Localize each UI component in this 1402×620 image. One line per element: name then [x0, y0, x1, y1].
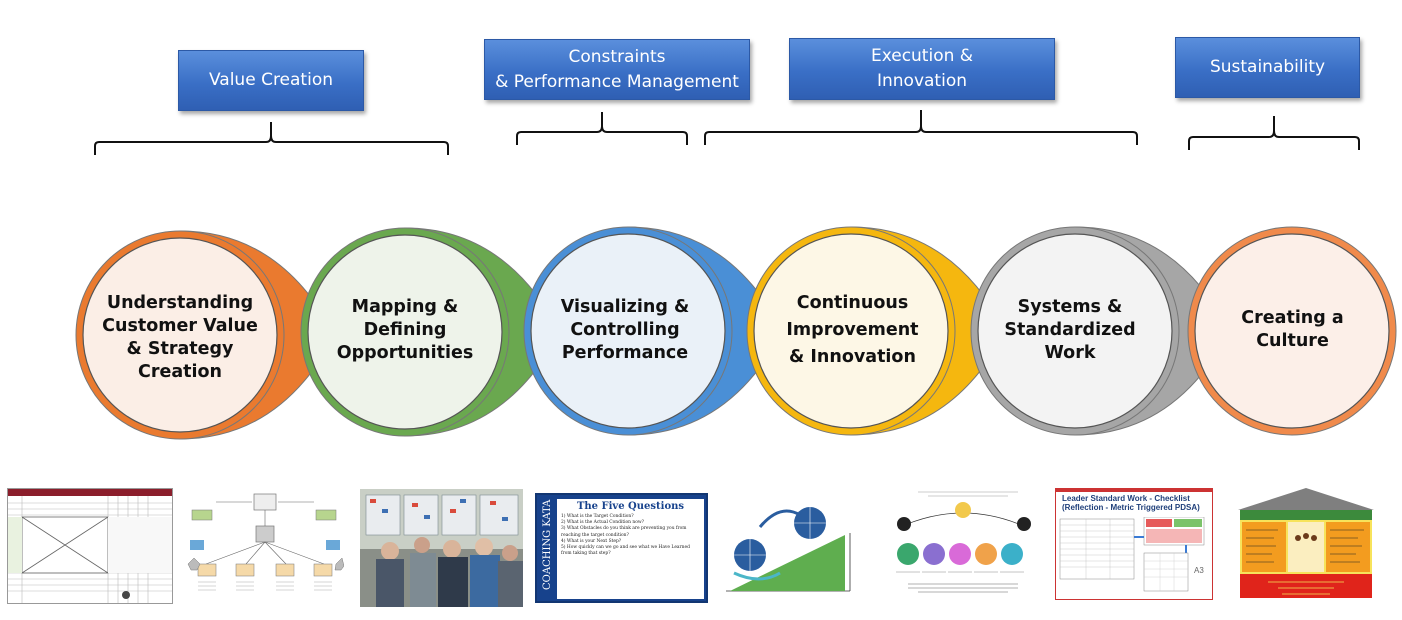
- stage-circle-mapping: [300, 227, 561, 437]
- kata-question-2: 2) What is the Actual Condition now?: [561, 520, 644, 526]
- stage-disc-mapping: [307, 234, 503, 430]
- thumb-continuous-improvement-chart: [720, 493, 880, 599]
- stage-circle-visualizing: [523, 226, 784, 436]
- bracket-sustainability: [1188, 116, 1360, 150]
- kata-question-5: 5) How quickly can we go and see what we…: [561, 545, 690, 557]
- stage-disc-continuous-improvement: [753, 233, 949, 429]
- stage-circle-customer-value: [75, 230, 336, 440]
- coaching-kata-title: The Five Questions: [576, 501, 685, 512]
- kata-question-1: 1) What is the Target Condition?: [561, 514, 634, 519]
- bracket-constraints: [516, 112, 688, 145]
- bracket-execution: [704, 110, 1138, 145]
- stage-circle-culture: [1187, 226, 1397, 436]
- stage-label-continuous-improvement: Continuous Improvement & Innovation: [786, 292, 919, 367]
- stage-label-mapping: Mapping & Defining Opportunities: [336, 296, 474, 363]
- lsw-title: Leader Standard Work - Checklist: [1062, 494, 1190, 503]
- thumb-value-stream-map: [186, 490, 344, 602]
- svg-text:A3: A3: [1194, 566, 1204, 575]
- thumb-design-thinking-graphic: [888, 488, 1038, 600]
- bracket-value-creation: [94, 122, 449, 155]
- kata-question-4: 4) What is your Next Step?: [561, 538, 622, 544]
- stage-label-customer-value: Understanding Customer Value & Strategy …: [102, 292, 258, 382]
- stage-disc-visualizing: [530, 233, 726, 429]
- thumb-lean-house: [1238, 488, 1374, 598]
- thumb-leader-standard-work: Leader Standard Work - Checklist (Reflec…: [1055, 488, 1213, 600]
- header-value-creation: Value Creation: [178, 50, 364, 111]
- thumb-coaching-kata-card: COACHING KATA The Five Questions 1) What…: [535, 493, 708, 603]
- stage-disc-systems: [977, 233, 1173, 429]
- header-constraints-performance: Constraints & Performance Management: [484, 39, 750, 100]
- header-sustainability: Sustainability: [1175, 37, 1360, 98]
- thumb-strategy-deployment-matrix: [7, 488, 173, 604]
- header-execution-innovation: Execution & Innovation: [789, 38, 1055, 100]
- lsw-subtitle: (Reflection - Metric Triggered PDSA): [1062, 503, 1200, 512]
- stage-circle-continuous-improvement: [746, 226, 1007, 436]
- coaching-kata-side-label: COACHING KATA: [542, 499, 553, 590]
- stage-disc-culture: [1194, 233, 1390, 429]
- stage-disc-customer-value: [82, 237, 278, 433]
- flow-diagram: [75, 110, 1397, 440]
- stage-label-systems: Systems & Standardized Work: [1004, 296, 1136, 363]
- stage-circle-systems: [970, 226, 1231, 436]
- kata-question-3: 3) What Obstacles do you think are preve…: [561, 526, 687, 538]
- thumb-team-at-board-photo: [360, 489, 523, 607]
- stage-label-visualizing: Visualizing & Controlling Performance: [560, 296, 690, 363]
- stage-label-culture: Creating a Culture: [1241, 308, 1344, 351]
